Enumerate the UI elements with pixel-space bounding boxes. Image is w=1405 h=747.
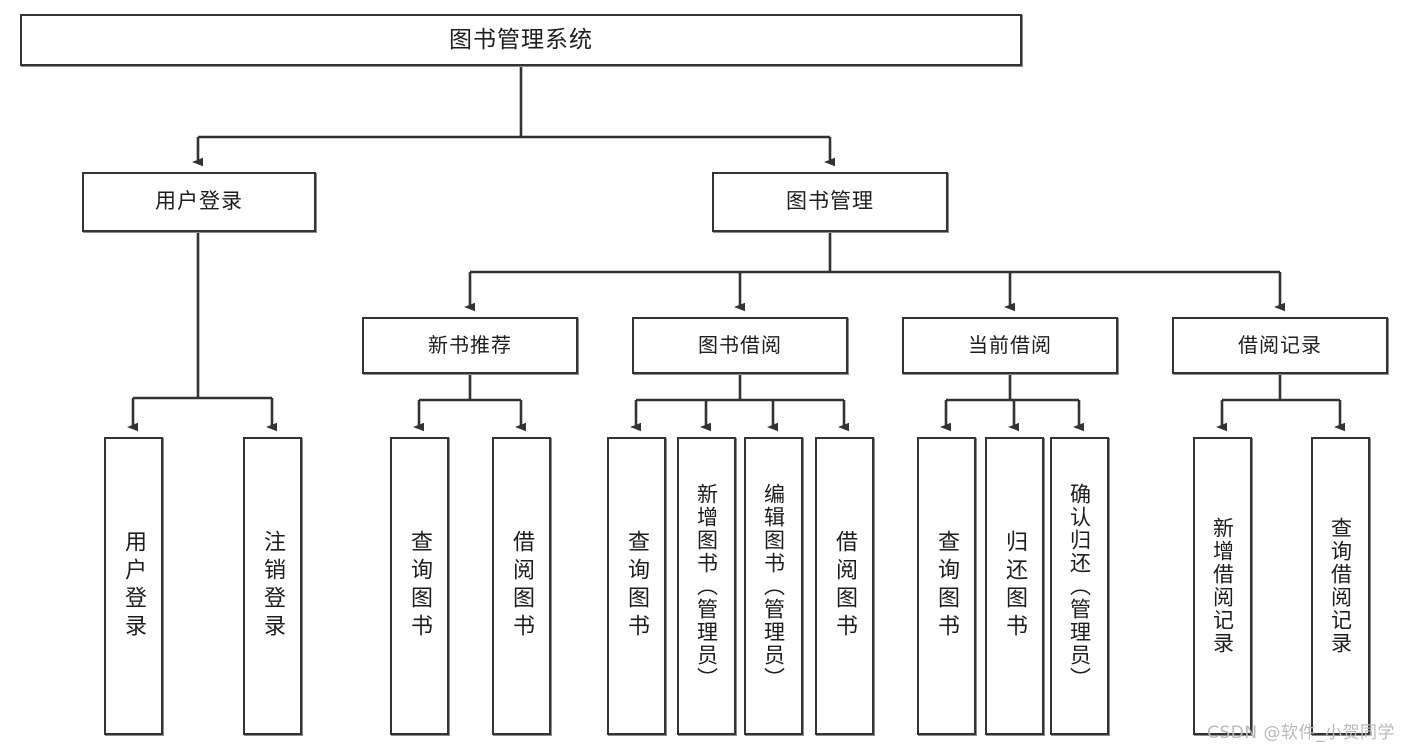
node-label: 借阅记录 bbox=[1238, 333, 1322, 358]
leaf-book-borrow-borrow[interactable]: 借阅图书 bbox=[815, 437, 874, 735]
node-label: 当前借阅 bbox=[968, 333, 1052, 358]
node-label: 新增图书（管理员） bbox=[694, 482, 719, 690]
leaf-current-borrow-return[interactable]: 归还图书 bbox=[985, 437, 1044, 735]
node-label: 注销登录 bbox=[260, 530, 286, 642]
leaf-book-borrow-edit[interactable]: 编辑图书（管理员） bbox=[744, 437, 803, 735]
leaf-user-login-logout[interactable]: 注销登录 bbox=[243, 437, 302, 735]
node-label: 查询图书 bbox=[934, 530, 960, 642]
leaf-new-book-borrow[interactable]: 借阅图书 bbox=[492, 437, 551, 735]
leaf-user-login-login[interactable]: 用户登录 bbox=[104, 437, 163, 735]
node-current-borrow[interactable]: 当前借阅 bbox=[902, 317, 1118, 374]
node-label: 查询图书 bbox=[407, 530, 433, 642]
leaf-borrow-record-add[interactable]: 新增借阅记录 bbox=[1193, 437, 1252, 735]
leaf-book-borrow-query[interactable]: 查询图书 bbox=[607, 437, 666, 735]
node-label: 查询借阅记录 bbox=[1328, 517, 1353, 655]
node-root-system[interactable]: 图书管理系统 bbox=[20, 14, 1022, 66]
node-book-borrow[interactable]: 图书借阅 bbox=[632, 317, 848, 374]
node-label: 图书管理 bbox=[786, 189, 874, 214]
node-label: 借阅图书 bbox=[509, 530, 535, 642]
node-label: 图书管理系统 bbox=[449, 26, 593, 53]
node-user-login[interactable]: 用户登录 bbox=[82, 172, 316, 232]
node-label: 确认归还（管理员） bbox=[1067, 482, 1092, 690]
node-label: 用户登录 bbox=[155, 189, 243, 214]
node-label: 图书借阅 bbox=[698, 333, 782, 358]
leaf-book-borrow-add[interactable]: 新增图书（管理员） bbox=[677, 437, 736, 735]
node-label: 查询图书 bbox=[624, 530, 650, 642]
node-label: 新书推荐 bbox=[428, 333, 512, 358]
node-label: 归还图书 bbox=[1002, 530, 1028, 642]
node-label: 编辑图书（管理员） bbox=[761, 482, 786, 690]
node-new-book-recommend[interactable]: 新书推荐 bbox=[362, 317, 578, 374]
node-book-management[interactable]: 图书管理 bbox=[712, 172, 948, 232]
node-label: 用户登录 bbox=[121, 530, 147, 642]
leaf-current-borrow-confirm-return[interactable]: 确认归还（管理员） bbox=[1050, 437, 1109, 735]
node-label: 新增借阅记录 bbox=[1210, 517, 1235, 655]
leaf-new-book-query[interactable]: 查询图书 bbox=[390, 437, 449, 735]
leaf-current-borrow-query[interactable]: 查询图书 bbox=[917, 437, 976, 735]
node-label: 借阅图书 bbox=[832, 530, 858, 642]
node-borrow-record[interactable]: 借阅记录 bbox=[1172, 317, 1388, 374]
csdn-watermark: CSDN @软件_小贺同学 bbox=[1207, 723, 1395, 743]
leaf-borrow-record-query[interactable]: 查询借阅记录 bbox=[1311, 437, 1370, 735]
